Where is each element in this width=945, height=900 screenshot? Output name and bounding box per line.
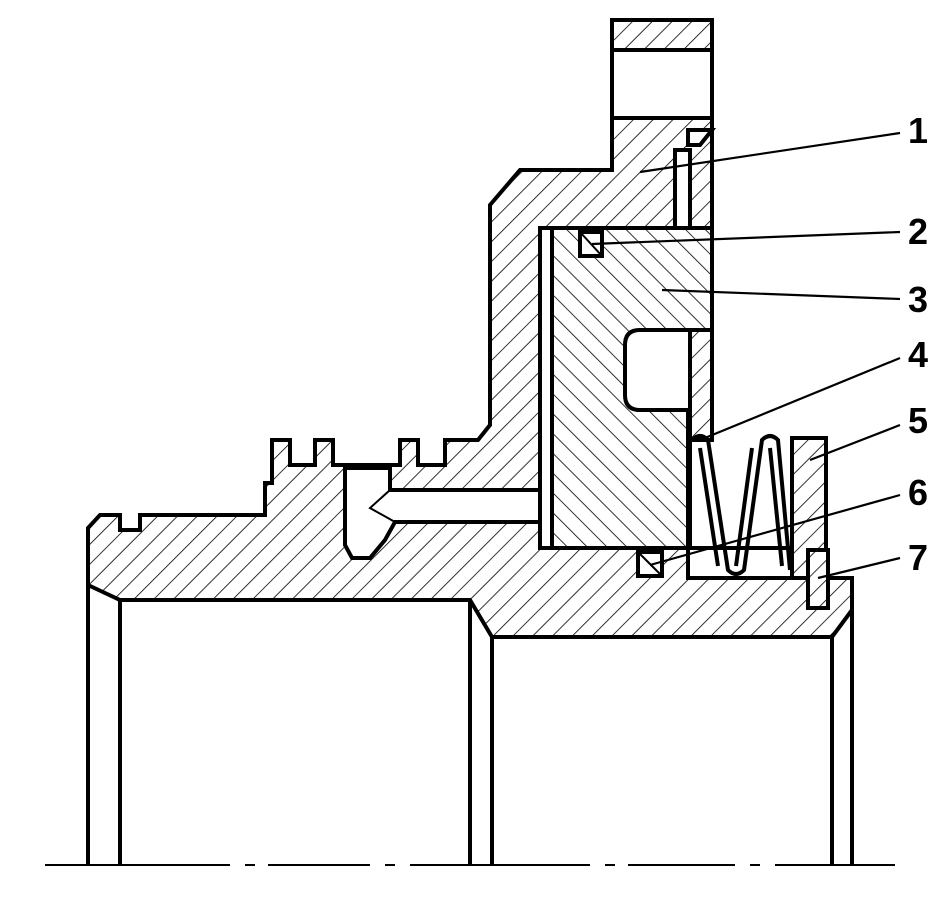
leader-2 <box>591 230 901 246</box>
callout-label-5: 5 <box>908 400 928 441</box>
callout-label-6: 6 <box>908 472 928 513</box>
callout-label-1: 1 <box>908 110 928 151</box>
snap-ring-7 <box>806 548 830 610</box>
leader-3 <box>661 288 901 301</box>
callout-label-2: 2 <box>908 211 928 252</box>
leader-5 <box>809 423 901 462</box>
oil-passage-tip <box>368 489 396 523</box>
gear-ring-band <box>610 48 714 120</box>
callout-label-4: 4 <box>908 334 928 375</box>
callout-label-3: 3 <box>908 279 928 320</box>
leader-1 <box>639 131 901 174</box>
leader-4 <box>699 356 901 442</box>
gear-ring-top <box>610 18 714 52</box>
shaft-bore-lines <box>86 585 854 865</box>
leader-6 <box>649 493 901 567</box>
leader-7 <box>817 556 901 580</box>
piston <box>550 226 714 550</box>
leader-lines <box>591 131 901 580</box>
top-seal <box>686 128 717 147</box>
callout-label-7: 7 <box>908 537 928 578</box>
